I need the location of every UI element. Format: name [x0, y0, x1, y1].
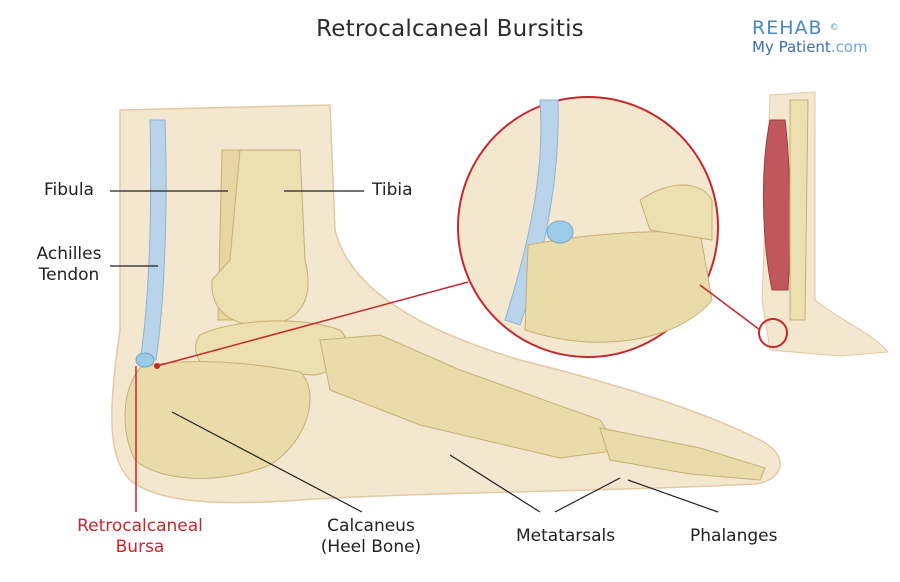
- leader-calcaneus: [171, 411, 363, 513]
- leader-metatarsals-2: [554, 477, 621, 513]
- zoom-talus: [639, 184, 713, 241]
- label-achilles-line1: Achilles: [36, 244, 102, 264]
- label-calcaneus-line1: Calcaneus: [327, 516, 415, 536]
- label-bursa-line1: Retrocalcaneal: [77, 516, 203, 536]
- zoom-calcaneus: [524, 231, 713, 343]
- retrocalcaneal-bursa: [135, 352, 155, 368]
- logo-line2-a: My Patient: [752, 38, 831, 56]
- achilles-tendon: [139, 119, 167, 361]
- label-calcaneus-line2: (Heel Bone): [320, 537, 422, 557]
- bursa-marker: [154, 363, 160, 369]
- logo-line2-b: .com: [830, 38, 868, 56]
- zoom-bursa: [546, 220, 574, 244]
- logo-sub: My Patient.com: [752, 38, 892, 56]
- inset-highlight-circle: [758, 318, 788, 348]
- zoom-connector-top: [156, 281, 469, 367]
- toe-bones: [599, 427, 766, 481]
- label-retrocalcaneal-bursa: Retrocalcaneal Bursa: [60, 516, 220, 558]
- label-calcaneus: Calcaneus (Heel Bone): [306, 516, 436, 558]
- logo-mark: ©: [829, 23, 840, 33]
- label-metatarsals: Metatarsals: [516, 526, 616, 546]
- inset-muscle: [762, 119, 791, 291]
- label-achilles-line2: Tendon: [38, 265, 100, 285]
- zoom-connector-right: [699, 284, 761, 331]
- zoom-tendon: [504, 99, 559, 326]
- label-phalanges: Phalanges: [690, 526, 778, 546]
- label-tibia: Tibia: [372, 180, 413, 200]
- diagram-title: Retrocalcaneal Bursitis: [316, 16, 584, 42]
- label-achilles-tendon: Achilles Tendon: [30, 244, 108, 286]
- leader-metatarsals-1: [449, 454, 541, 513]
- brand-logo: REHAB © My Patient.com: [752, 18, 892, 56]
- inset-tibia: [789, 99, 809, 321]
- calcaneus-bone: [124, 361, 311, 479]
- label-fibula: Fibula: [44, 180, 94, 200]
- logo-rehab: REHAB ©: [752, 18, 892, 38]
- logo-line1: REHAB: [752, 17, 823, 39]
- label-bursa-line2: Bursa: [115, 537, 165, 557]
- leader-phalanges: [627, 479, 719, 513]
